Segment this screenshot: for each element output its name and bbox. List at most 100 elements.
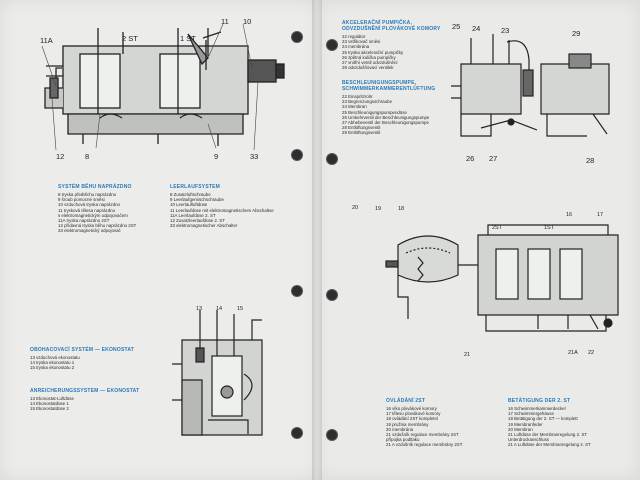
section-accel-pump-cz: AKCELERAČNÍ PUMPIČKA, ODVZDUŠNĚNÍ PLOVÁK…: [342, 20, 452, 70]
section-enrichment-cz: OBOHACOVACÍ SYSTÉM — EKONOSTAT 13 vzduch…: [30, 347, 134, 371]
diagram-label: 23: [501, 26, 510, 35]
list-item: 33 elektromagnetischer Abschalter: [170, 223, 238, 229]
section-heading: AKCELERAČNÍ PUMPIČKA, ODVZDUŠNĚNÍ PLOVÁK…: [342, 20, 441, 32]
section-heading: BETÄTIGUNG DER 2. ST: [508, 398, 571, 404]
list-item: 17 těleso plovákové komory: [386, 411, 441, 417]
binder-hole: [292, 32, 302, 42]
list-item: 21 A vzdušník regulace membrány 2ST: [386, 442, 463, 448]
list-item: 17 Schwimmergehäuse: [508, 411, 554, 417]
list-item: 16 Schwimmerkammerdeckel: [508, 406, 566, 411]
list-item: 27 Abhebeventil der Beschleunigungspumpe: [342, 120, 429, 126]
list-item: 14 tryska ekonostatu 1: [30, 360, 75, 366]
diagram-label: 16: [566, 212, 573, 218]
section-accel-pump-de: BESCHLEUNIGUNGSPUMPE, SCHWIMMERKAMMERENT…: [342, 80, 452, 136]
list-item: 29 Entlüftungsventil: [342, 130, 381, 136]
diagram-label: 24: [472, 24, 481, 33]
list-item: 21 A Luftdüse der Membranregelung 2. ST: [508, 442, 591, 448]
diagram-label: 33: [250, 152, 259, 161]
section-heading: ANREICHERUNGSSYSTEM — EKONOSTAT: [30, 388, 140, 394]
list-item: 28 odvzdušňovací ventilek: [342, 65, 394, 71]
list-item: 33 elektromagnetický odpojovač: [58, 228, 121, 234]
binder-hole: [327, 154, 337, 164]
section-idle-system-cz: SYSTÉM BĚHU NAPRÁZDNO 8 tryska předtěchu…: [58, 184, 136, 234]
section-heading: LEERLAUFSYSTEM: [170, 184, 221, 190]
part-list: 8 Zusatzluftschraube 9 Leerlaufgemischsc…: [170, 192, 274, 228]
list-item: přípojka podtlaku: [386, 437, 420, 443]
list-item: 10 Leerlaufluftdüse: [170, 202, 208, 208]
list-item: 11A Leerlaufdüse 2. ST: [170, 212, 216, 218]
list-item: 27 vnitřní ventil odvzdušnění: [342, 60, 398, 66]
diagram-label: 11A: [40, 36, 53, 45]
list-item: 8 Zusatzluftschraube: [170, 192, 211, 197]
list-item: 11 trysková tělesa naprázdno: [58, 207, 116, 213]
diagram-label: 2 ST: [122, 34, 138, 43]
diagram-label: 22: [588, 350, 595, 356]
section-second-stage-de: BETÄTIGUNG DER 2. ST 16 Schwimmerkammerd…: [508, 398, 591, 448]
list-item: 14 Ekonostatdüse 1: [30, 401, 69, 407]
diagram-label: 8: [85, 152, 90, 161]
binder-hole: [327, 290, 337, 300]
section-heading: OVLÁDÁNÍ 2ST: [386, 398, 426, 404]
list-item: 28 Entlüftungsventil: [342, 125, 381, 131]
list-item: s elektromagnetickým odpojovačem: [58, 212, 128, 218]
list-item: 11 Leerlaufdüse mit elektromagnetischem …: [170, 207, 274, 213]
list-item: 12 Zusatzleerlaufdüse 2. ST: [170, 218, 225, 224]
diagram-label: 21: [464, 352, 471, 358]
list-item: 24 Membran: [342, 104, 367, 110]
list-item: Unterdruckanschluss: [508, 437, 549, 443]
section-heading: OBOHACOVACÍ SYSTÉM — EKONOSTAT: [30, 347, 135, 353]
carburetor-section-diagram-top: [41, 23, 285, 151]
diagram-label: 1ST: [544, 225, 555, 231]
diagram-label: 12: [56, 152, 65, 161]
list-item: 8 tryska předtěchu naprázdno: [58, 192, 117, 197]
diagram-label: 1 ST: [180, 34, 196, 43]
part-list: 16 Schwimmerkammerdeckel 17 Schwimmergeh…: [508, 406, 591, 448]
list-item: 26 zpětná kulička pumpičky: [342, 54, 396, 60]
list-item: 9 Leerlaufgemischschraube: [170, 197, 224, 203]
binder-hole: [292, 150, 302, 160]
list-item: 19 pružina membrány: [386, 421, 429, 427]
list-item: 19 Membranfeder: [508, 421, 543, 427]
list-item: 22 regulátor: [342, 34, 366, 39]
list-item: 13 Ekonostat-Luftdüse: [30, 396, 74, 401]
section-enrichment-de: ANREICHERUNGSSYSTEM — EKONOSTAT 13 Ekono…: [30, 388, 139, 412]
diagram-label: 10: [243, 17, 252, 26]
diagram-label: 28: [586, 156, 595, 165]
diagram-label: 25: [452, 22, 461, 31]
list-item: 21 vzdušník regulace membrány 2ST: [386, 432, 459, 438]
diagram-label: 13: [196, 306, 203, 312]
list-item: 11A tryska naprázdno 2ST: [58, 218, 110, 224]
diagram-label: 14: [216, 306, 223, 312]
section-heading: SYSTÉM BĚHU NAPRÁZDNO: [58, 184, 132, 190]
section-heading: BESCHLEUNIGUNGSPUMPE, SCHWIMMERKAMMERENT…: [342, 80, 436, 92]
diagram-label: 26: [466, 154, 475, 163]
left-page: 11A 2 ST 1 ST 11 10 12 8 9 33 SYSTÉM BĚH…: [0, 0, 318, 480]
diagram-label: 11: [221, 17, 229, 26]
binder-hole: [327, 40, 337, 50]
diagram-label: 20: [352, 205, 359, 211]
diagram-label: 9: [214, 152, 219, 161]
diagram-label: 17: [597, 212, 604, 218]
accelerator-pump-diagram: [451, 34, 610, 137]
part-list: 22 regulátor 23 vstřikovač směsi 24 memb…: [342, 34, 452, 70]
diagram-label: 15: [237, 306, 244, 312]
diagram-label: 21A: [568, 350, 578, 356]
list-item: 20 Membran: [508, 426, 533, 432]
diagram-label: 27: [489, 154, 498, 163]
list-item: 22 Einspritzrohr: [342, 94, 373, 99]
section-idle-system-de: LEERLAUFSYSTEM 8 Zusatzluftschraube 9 Le…: [170, 184, 274, 228]
list-item: 13 vzduchová ekonostatu: [30, 355, 80, 360]
diagram-label: 19: [375, 206, 382, 212]
book-gutter: [312, 0, 322, 480]
list-item: 24 membrána: [342, 44, 370, 50]
list-item: 25 tryska akcelerační pumpičky: [342, 49, 404, 55]
list-item: 23 vstřikovač směsi: [342, 39, 381, 45]
binder-hole: [327, 430, 337, 440]
section-second-stage-cz: OVLÁDÁNÍ 2ST 16 víko plovákové komory 17…: [386, 398, 462, 448]
list-item: 25 Beschleunigungspumpendüse: [342, 109, 407, 115]
list-item: 23 Begrenzungsschraube: [342, 99, 393, 105]
list-item: 18 Betätigung der 2. ST — komplett: [508, 416, 578, 422]
list-item: 26 Umkehrventil der Beschleunigungspumpe: [342, 114, 430, 120]
diagram-label: 29: [572, 29, 581, 38]
list-item: 15 tryska ekonostatu 2: [30, 365, 75, 371]
